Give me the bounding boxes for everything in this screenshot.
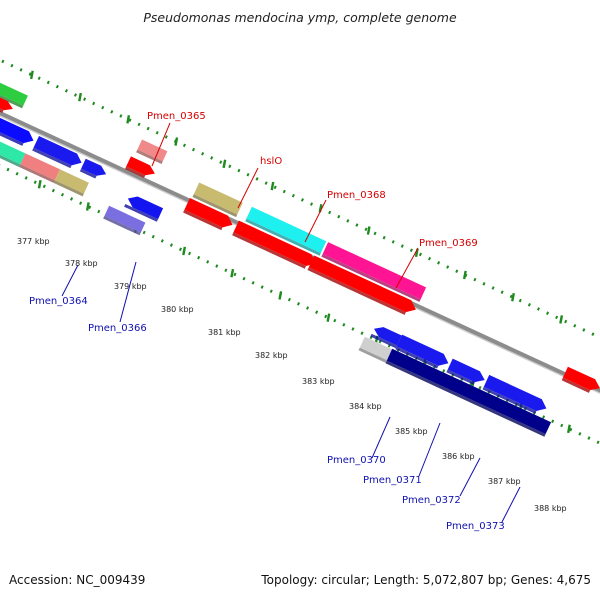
gene-feature <box>370 327 402 349</box>
inner-major-tick <box>278 291 283 300</box>
gene-feature <box>307 255 416 315</box>
outer-major-tick <box>29 70 34 80</box>
leader-line-bottom <box>501 486 521 523</box>
leader-line-bottom <box>371 416 391 459</box>
gene-feature <box>446 358 485 385</box>
scale-tick-label: 381 kbp <box>208 328 241 337</box>
gene-feature <box>395 334 449 369</box>
gene-feature <box>321 242 427 302</box>
gene-label-top: hslO <box>260 156 282 167</box>
gene-feature <box>183 198 233 231</box>
scale-tick-label: 384 kbp <box>349 402 382 411</box>
gene-label-bottom: Pmen_0373 <box>446 521 505 532</box>
scale-tick-label: 379 kbp <box>114 282 147 291</box>
leader-line-bottom <box>418 422 441 477</box>
gene-feature <box>136 139 168 164</box>
gene-feature <box>192 182 243 218</box>
gene-label-bottom: Pmen_0364 <box>29 296 88 307</box>
scale-tick-label: 377 kbp <box>17 237 50 246</box>
inner-major-tick <box>326 313 331 322</box>
scale-tick-label: 380 kbp <box>161 305 194 314</box>
gene-feature <box>19 153 60 183</box>
outer-major-tick <box>270 181 275 191</box>
gene-feature <box>125 156 155 178</box>
gene-label-bottom: Pmen_0372 <box>402 495 461 506</box>
gene-feature <box>32 136 82 169</box>
gene-feature <box>0 117 34 146</box>
gene-feature <box>53 169 89 197</box>
inner-tick-ring <box>0 164 600 445</box>
gene-label-top: Pmen_0365 <box>147 111 206 122</box>
gene-label-bottom: Pmen_0370 <box>327 455 386 466</box>
leader-line-top <box>237 167 259 209</box>
outer-major-tick <box>222 159 227 169</box>
scale-tick-label: 386 kbp <box>442 452 475 461</box>
gene-track <box>0 82 600 437</box>
outer-major-tick <box>174 137 179 146</box>
gene-feature <box>232 220 316 269</box>
topology-summary: Topology: circular; Length: 5,072,807 bp… <box>261 573 591 587</box>
gene-label-bottom: Pmen_0371 <box>363 475 422 486</box>
gene-feature <box>0 141 26 167</box>
leader-line-top <box>151 122 171 167</box>
inner-major-tick <box>85 202 90 211</box>
map-title: Pseudomonas mendocina ymp, complete geno… <box>143 10 457 25</box>
gene-feature <box>79 158 107 179</box>
gene-label-top: Pmen_0368 <box>327 190 386 201</box>
leader-line-top <box>304 199 327 243</box>
gene-feature <box>358 336 392 363</box>
outer-major-tick <box>462 270 467 280</box>
accession-text: Accession: NC_009439 <box>9 573 146 587</box>
inner-major-tick <box>182 246 187 256</box>
inner-major-tick <box>230 268 235 278</box>
scale-tick-label: 387 kbp <box>488 477 521 486</box>
gene-feature <box>245 206 327 256</box>
label-leaders <box>61 122 521 523</box>
gene-feature <box>561 366 600 393</box>
outer-major-tick <box>559 315 564 324</box>
gene-feature <box>103 205 146 236</box>
gene-feature <box>0 97 13 113</box>
outer-major-tick <box>511 292 515 302</box>
scale-tick-label: 383 kbp <box>302 377 335 386</box>
labels: Pmen_0365 hslO Pmen_0368Pmen_0369Pmen_0364… <box>17 111 567 532</box>
leader-line-bottom <box>61 264 79 297</box>
gene-feature <box>0 82 28 109</box>
gene-label-top: Pmen_0369 <box>419 238 478 249</box>
outer-major-tick <box>126 115 131 124</box>
gene-feature <box>124 196 164 222</box>
leader-line-bottom <box>119 261 137 323</box>
gene-feature <box>385 348 552 437</box>
outer-major-tick <box>78 92 82 102</box>
scale-tick-label: 382 kbp <box>255 351 288 360</box>
leader-line-top <box>395 247 419 289</box>
inner-major-tick <box>567 424 571 434</box>
scale-tick-label: 385 kbp <box>395 427 428 436</box>
leader-line-bottom <box>459 457 481 497</box>
outer-major-tick <box>366 226 371 235</box>
inner-major-tick <box>37 179 42 189</box>
outer-tick-ring <box>0 58 600 340</box>
scale-tick-label: 388 kbp <box>534 504 567 513</box>
gene-feature <box>482 374 547 414</box>
gene-label-bottom: Pmen_0366 <box>88 323 147 334</box>
scale-tick-label: 378 kbp <box>65 259 98 268</box>
